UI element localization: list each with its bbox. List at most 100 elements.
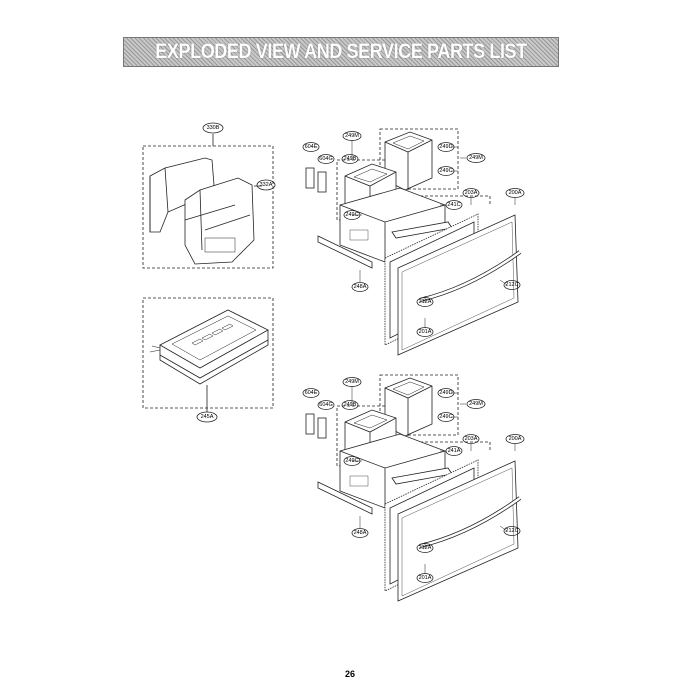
- svg-text:248A: 248A: [354, 284, 367, 290]
- svg-text:604E: 604E: [305, 144, 318, 150]
- door-panel-inner: [401, 221, 515, 351]
- label-248a: 248A: [351, 528, 369, 538]
- wire-harness: [149, 345, 161, 353]
- rear-cover-edge: [149, 167, 169, 232]
- filter-604g: [317, 171, 327, 193]
- svg-text:203A: 203A: [465, 190, 478, 196]
- label-241c: 241C: [445, 200, 463, 210]
- svg-text:249B: 249B: [344, 402, 357, 408]
- label-248a: 248A: [351, 282, 369, 292]
- label-241a: 241A: [445, 446, 463, 456]
- label-200a: 200A: [505, 188, 525, 198]
- label-249b: 249B: [341, 400, 359, 410]
- page-number: 26: [344, 669, 355, 679]
- door-panel: [397, 214, 519, 356]
- svg-text:604E: 604E: [305, 390, 318, 396]
- dashed-frame: [142, 145, 274, 269]
- label-604g: 604G: [317, 154, 335, 164]
- svg-text:249M: 249M: [469, 401, 483, 407]
- label-212c: 212C: [503, 526, 521, 536]
- cover-plate-panel: [171, 315, 257, 361]
- front-bin-lid: [353, 168, 388, 183]
- leader-lines: [351, 386, 516, 574]
- label-249c-b: 249C: [343, 210, 361, 220]
- label-201a: 201A: [416, 573, 434, 583]
- cover-plate-top: [159, 309, 269, 369]
- label-212c: 212C: [503, 280, 521, 290]
- svg-text:249C: 249C: [345, 458, 358, 464]
- drawer-assembly-upper: 249M 604E 604G 249B 249D 249M 249C 249C …: [302, 128, 525, 356]
- door-panel-inner: [401, 467, 515, 597]
- svg-text:203A: 203A: [465, 436, 478, 442]
- svg-text:201A: 201A: [419, 575, 432, 581]
- svg-text:249B: 249B: [344, 156, 357, 162]
- svg-text:249C: 249C: [439, 414, 452, 420]
- svg-text:249M: 249M: [469, 155, 483, 161]
- svg-text:212A: 212A: [419, 545, 432, 551]
- label-249m-b: 249M: [466, 153, 486, 163]
- left-rail: [317, 235, 373, 269]
- svg-text:212C: 212C: [505, 528, 518, 534]
- label-201a: 201A: [416, 327, 434, 337]
- svg-text:200A: 200A: [509, 190, 522, 196]
- svg-text:249C: 249C: [345, 212, 358, 218]
- front-cover-part: [184, 177, 255, 265]
- label-212a: 212A: [416, 297, 434, 307]
- basket-vents: [349, 475, 369, 487]
- svg-text:248A: 248A: [354, 530, 367, 536]
- label-249m-a: 249M: [342, 377, 362, 387]
- rear-bin-lid: [392, 381, 425, 396]
- svg-text:200A: 200A: [509, 436, 522, 442]
- svg-text:212C: 212C: [505, 282, 518, 288]
- svg-text:332A: 332A: [260, 182, 273, 188]
- label-212a: 212A: [416, 543, 434, 553]
- cover-plate-lip: [159, 339, 269, 379]
- label-249d: 249D: [437, 142, 455, 152]
- drawer-assembly-lower: 249M 604E 604G 249B 249D 249M 249C 249C …: [302, 374, 525, 602]
- svg-text:212A: 212A: [419, 299, 432, 305]
- label-245a: 245A: [196, 411, 218, 423]
- label-249m-a: 249M: [342, 131, 362, 141]
- label-203a: 203A: [462, 434, 480, 444]
- svg-text:604G: 604G: [319, 156, 332, 162]
- label-604e: 604E: [302, 142, 320, 152]
- rear-bin-edge: [384, 385, 433, 436]
- label-604g: 604G: [317, 400, 335, 410]
- vent-grille: [204, 237, 236, 253]
- svg-text:245A: 245A: [201, 414, 214, 420]
- label-249c-a: 249C: [437, 166, 455, 176]
- svg-text:249C: 249C: [439, 168, 452, 174]
- label-332a: 332A: [256, 179, 276, 191]
- door-handle-highlight: [419, 251, 521, 302]
- svg-text:241C: 241C: [447, 202, 460, 208]
- svg-text:604G: 604G: [319, 402, 332, 408]
- front-bin-lid: [353, 414, 388, 429]
- basket-vents: [349, 229, 369, 241]
- filter-604e: [305, 413, 315, 435]
- dashed-frame: [142, 297, 274, 409]
- front-cover-detail: [184, 189, 251, 251]
- dashed-frame: [379, 128, 459, 190]
- door-panel: [397, 460, 519, 602]
- left-rail: [317, 481, 373, 515]
- svg-text:249D: 249D: [439, 390, 452, 396]
- rear-bin-edge: [384, 139, 433, 190]
- filter-604g: [317, 417, 327, 439]
- svg-text:249M: 249M: [345, 379, 359, 385]
- label-330b: 330B: [202, 122, 224, 134]
- dashed-frame: [379, 374, 459, 436]
- door-handle-highlight: [419, 497, 521, 548]
- page-title: EXPLODED VIEW AND SERVICE PARTS LIST: [155, 40, 527, 63]
- panel-group-245a: 245A: [142, 297, 274, 423]
- filter-604e: [305, 167, 315, 189]
- label-604e: 604E: [302, 388, 320, 398]
- label-249b: 249B: [341, 154, 359, 164]
- rear-bin-lid: [392, 135, 425, 150]
- label-249c-b: 249C: [343, 456, 361, 466]
- label-203a: 203A: [462, 188, 480, 198]
- label-249m-b: 249M: [466, 399, 486, 409]
- svg-text:249M: 249M: [345, 133, 359, 139]
- svg-text:241A: 241A: [448, 448, 461, 454]
- page-title-banner: EXPLODED VIEW AND SERVICE PARTS LIST: [123, 37, 559, 67]
